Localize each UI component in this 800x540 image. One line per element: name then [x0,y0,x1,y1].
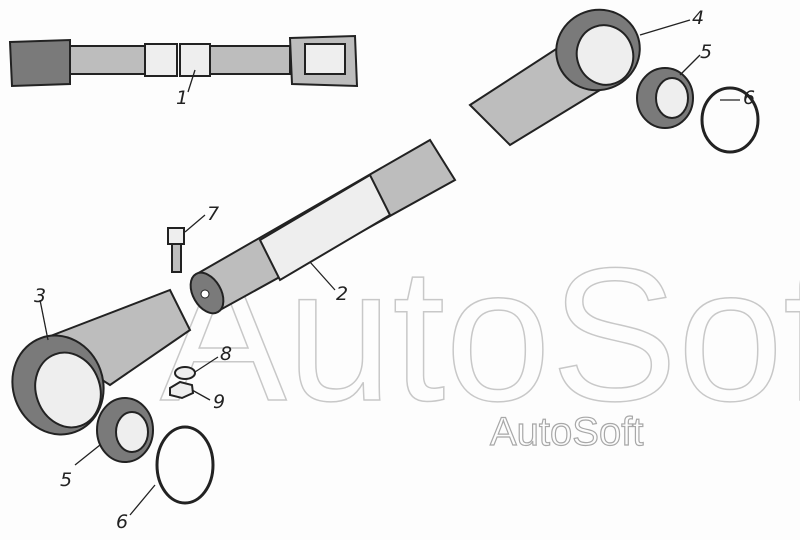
washer-part-8 [174,366,196,380]
housing-part-3 [11,288,192,436]
callout-5-right: 5 [700,41,712,63]
callout-9: 9 [213,391,225,413]
callout-8: 8 [220,343,232,365]
nut-part-9 [169,380,195,400]
callout-6-right: 6 [743,87,755,109]
callout-2: 2 [336,283,348,305]
watermark-small: AutoSoft [490,410,643,454]
bearing-left [96,397,154,463]
callout-5-left: 5 [60,469,72,491]
shaft-part-1 [8,34,359,88]
ring-right [700,86,760,154]
callout-4: 4 [692,7,704,29]
callout-7: 7 [207,203,219,225]
ring-left [155,425,215,505]
callout-6-left: 6 [116,511,128,533]
bolt-part-7 [167,227,185,273]
housing-part-4 [468,8,641,147]
callout-1: 1 [176,87,188,109]
bearing-right [636,67,694,129]
tube-part-2 [189,138,457,315]
callout-3: 3 [34,285,46,307]
